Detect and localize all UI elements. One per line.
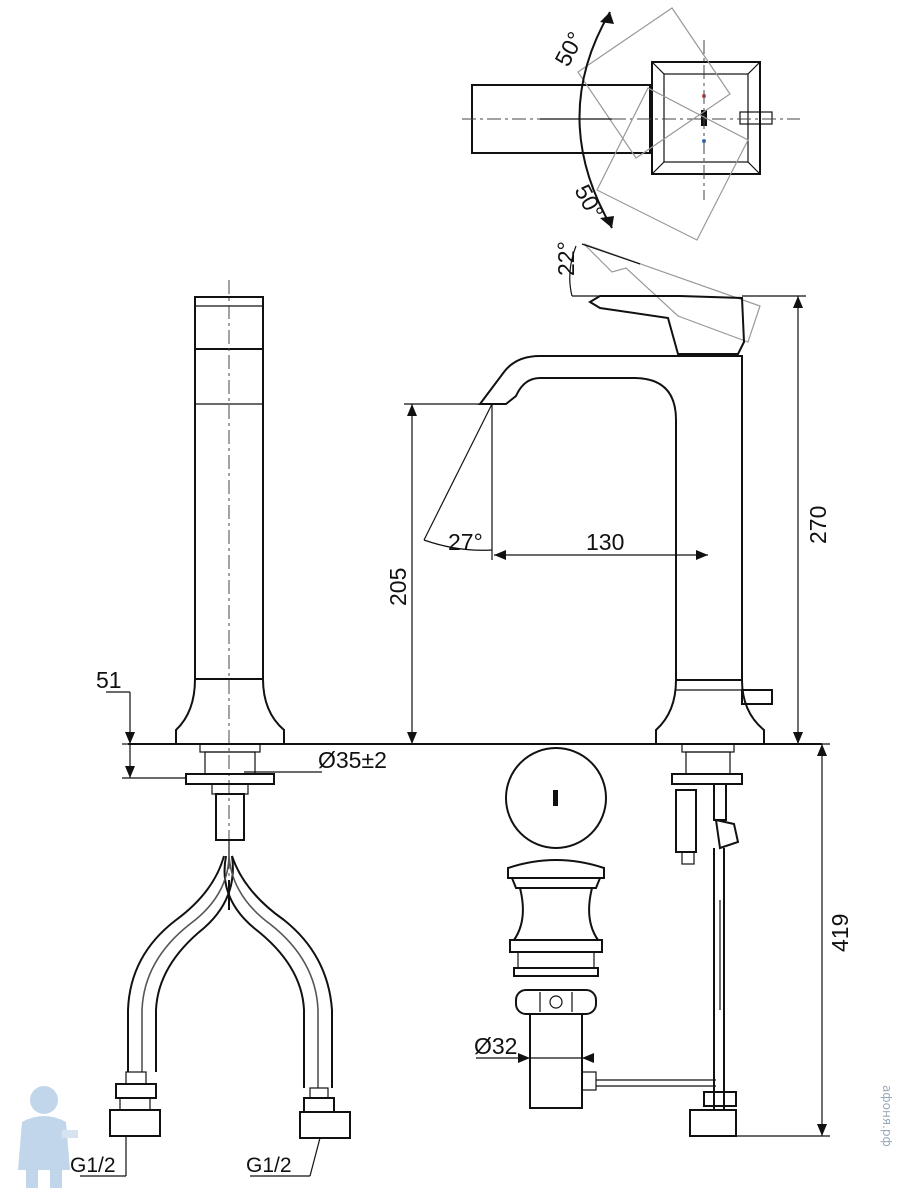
front-base-flare — [175, 678, 285, 745]
side-under-deck: 419 — [671, 743, 853, 1137]
hose-right-thread: G1/2 — [246, 1154, 292, 1177]
below-deck-length-dim: 419 — [827, 914, 853, 952]
swivel-upper-angle: 50° — [549, 27, 588, 70]
drain-cap-side — [507, 859, 605, 879]
spout-body — [478, 355, 743, 681]
watermark: афоня.рф — [874, 1085, 898, 1195]
base-thickness-dim: 51 — [96, 667, 122, 693]
plumber-mascot-logo — [18, 1086, 78, 1188]
lever — [588, 295, 746, 355]
top-view-base-square — [651, 61, 761, 175]
lever-raised-outline — [583, 243, 761, 343]
hose-left-nut — [109, 1109, 161, 1137]
front-shank — [215, 793, 245, 841]
spout-height-dim: 205 — [385, 568, 411, 606]
hose-right-nut — [299, 1111, 351, 1139]
spout-angle-label: 27° — [448, 529, 483, 555]
lever-swivel-lower-outline — [596, 87, 749, 241]
hose-right — [231, 855, 333, 1088]
hose-left-thread: G1/2 — [70, 1154, 116, 1177]
front-view: 51 Ø35±2 G1/2 G1/2 — [70, 280, 822, 1177]
side-hose-nut — [689, 1109, 737, 1137]
lever-lift-angle: 22° — [553, 241, 579, 276]
top-view: 50° 50° — [462, 7, 800, 241]
drain-body — [512, 887, 600, 941]
swivel-lower-angle: 50° — [570, 180, 609, 223]
lever-swivel-upper-outline — [577, 7, 731, 159]
drain-nut — [515, 989, 597, 1015]
hose-left — [127, 855, 225, 1072]
watermark-text: афоня.рф — [880, 1085, 894, 1147]
drain-assembly: Ø32 — [474, 747, 716, 1109]
total-height-dim: 270 — [805, 506, 831, 544]
drain-tailpiece — [529, 1013, 583, 1109]
mounting-hole-dim: Ø35±2 — [318, 747, 387, 773]
drain-cap-top — [505, 747, 607, 849]
side-view: 27° 130 205 22° 270 — [385, 241, 831, 745]
spout-reach-dim: 130 — [586, 529, 624, 555]
drain-pull-rod — [741, 689, 773, 705]
drain-diameter-dim: Ø32 — [474, 1033, 517, 1059]
side-shank — [675, 789, 697, 853]
